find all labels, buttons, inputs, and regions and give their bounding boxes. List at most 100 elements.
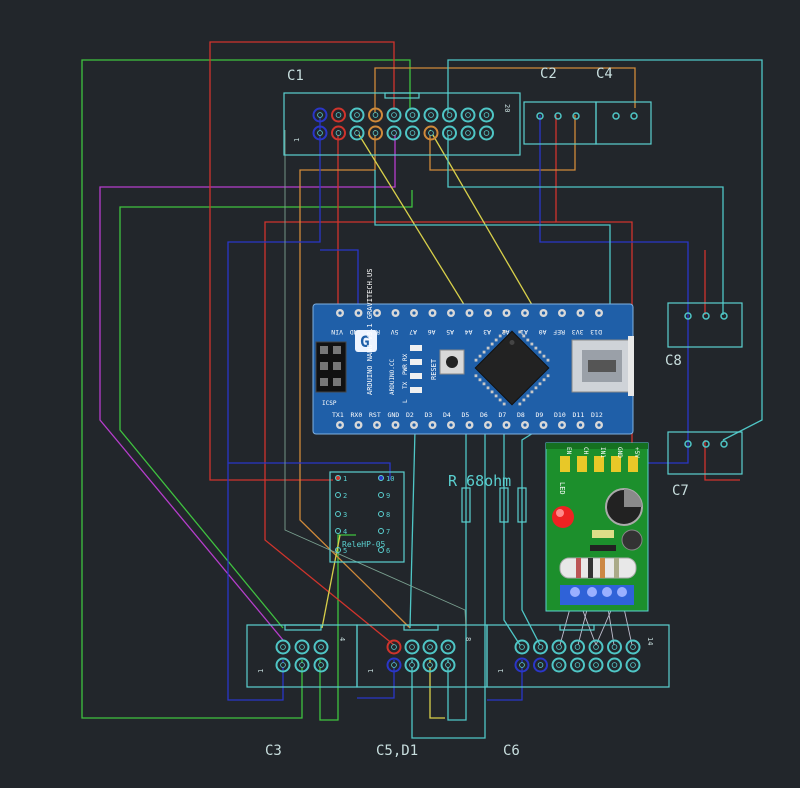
c1-pad-bottom-2 (331, 125, 346, 141)
relay-pad-8 (378, 511, 384, 517)
resistor-3 (517, 487, 527, 523)
c6-pad-bottom-1 (514, 657, 530, 673)
nano-bottom-label: D5 (462, 411, 470, 419)
wire-magenta (99, 130, 396, 641)
c6-pad-bottom-5 (588, 657, 604, 673)
c5-pad-bottom-3 (422, 657, 438, 673)
pad-layer (275, 107, 728, 673)
c1-pad-top-6 (405, 107, 420, 123)
relay-pin-number: 10 (386, 475, 394, 483)
resistor-1 (461, 487, 471, 523)
c3-pin-one-mark: 1 (257, 669, 265, 673)
wire-orange-top (374, 67, 636, 115)
c6-pad-top-1 (514, 639, 530, 655)
nano-bottom-label: TX1 (332, 411, 344, 419)
nano-led-label: TX (402, 381, 409, 389)
nano-bottom-label: D10 (554, 411, 566, 419)
nano-top-label: A7 (409, 328, 417, 336)
connector-c8-outline (667, 302, 743, 348)
wire-orange-down (299, 130, 411, 629)
nano-bottom-label: D4 (443, 411, 451, 419)
c7-pad-2 (702, 440, 710, 448)
c5-pad-top-3 (422, 639, 438, 655)
wire-green-inner (119, 190, 413, 629)
c1-pin-one-mark: 1 (293, 138, 301, 142)
nano-top-label: 3V3 (572, 328, 584, 336)
connector-c7-outline (667, 431, 743, 475)
c6-pad-top-5 (588, 639, 604, 655)
relay-pad-10 (378, 475, 384, 481)
c1-pad-bottom-10 (479, 125, 494, 141)
c7-pad-1 (684, 440, 692, 448)
nano-bottom-label: D7 (499, 411, 507, 419)
nano-bottom-label: D9 (536, 411, 544, 419)
c1-pad-bottom-4 (368, 125, 383, 141)
c6-pad-top-4 (570, 639, 585, 655)
c1-pad-top-4 (368, 107, 383, 123)
nano-bottom-label: D2 (406, 411, 414, 419)
nano-bottom-label: RX0 (351, 411, 363, 419)
c1-pad-bottom-9 (460, 125, 476, 141)
icsp-label: ICSP (322, 400, 337, 407)
label-c7: C7 (672, 483, 689, 499)
nano-bottom-label: RST (369, 411, 381, 419)
connector-c1-key (384, 92, 420, 99)
module-header-label: CH (582, 447, 589, 455)
relay-pin-number: 1 (343, 475, 347, 483)
wire-cyan-mid (447, 130, 724, 315)
relay-pad-3 (335, 511, 341, 517)
wire-cyan-a5 (374, 170, 611, 315)
relay-pad-9 (378, 492, 384, 498)
nano-led-l (410, 387, 422, 393)
connector-c4-outline (595, 101, 652, 145)
nano-bottom-label: D12 (591, 411, 603, 419)
relay-pin-number: 2 (343, 492, 347, 500)
c3-pad-bottom-1 (275, 657, 291, 673)
wire-gray (284, 130, 467, 629)
c4-pad-1 (612, 112, 620, 120)
svg-text:G: G (360, 332, 370, 351)
arduino-site: ARDUINO.CC (389, 358, 396, 395)
resistor-group (461, 487, 527, 523)
c3-pad-bottom-2 (294, 657, 310, 673)
label-c1: C1 (287, 68, 304, 84)
c5-pin-one-mark: 1 (367, 669, 375, 673)
module-header-label: EN (565, 447, 572, 455)
wire-red-loop (209, 41, 395, 481)
c3-pad-top-2 (294, 639, 310, 655)
module-header-label: +5V (633, 447, 640, 458)
c5-pad-bottom-4 (440, 657, 456, 673)
relay-outline (329, 471, 405, 563)
relay-pad-2 (335, 492, 341, 498)
c2-pad-2 (554, 112, 562, 120)
relay-pad-4 (335, 528, 341, 534)
c6-pad-top-3 (551, 639, 567, 655)
wire-green-c3 (319, 534, 356, 721)
nano-top-label: REF (553, 328, 565, 336)
c1-pad-top-1 (312, 107, 328, 123)
c6-pad-top-6 (607, 639, 622, 655)
module-power-resistor (559, 557, 637, 579)
c5-pad-top-2 (404, 639, 420, 655)
arduino-nano-board: VINGNDRST5VA7A6A5A4A3A2A1A0REF3V3D13 TX1… (312, 269, 634, 435)
module-red-led (552, 506, 574, 528)
c6-pad-bottom-2 (533, 657, 548, 673)
module-capacitor-small (621, 529, 643, 551)
reset-label: RESET (430, 358, 438, 380)
relay-pad-1 (335, 475, 341, 481)
nano-led-rx (410, 345, 422, 351)
relay-pad-7 (378, 528, 384, 534)
c6-pin-one-mark: 1 (497, 669, 505, 673)
c1-pad-bottom-8 (442, 125, 457, 141)
module-header-pin-4 (577, 456, 587, 472)
nano-top-label: A1 (520, 328, 528, 336)
c1-pad-top-9 (460, 107, 476, 123)
c4-pad-2 (630, 112, 638, 120)
nano-led-label: L (402, 399, 409, 403)
wire-blue-gnd (320, 249, 359, 314)
c5-pad-top-1 (386, 639, 402, 655)
label-c4: C4 (596, 66, 613, 82)
c1-pad-bottom-6 (405, 125, 420, 141)
